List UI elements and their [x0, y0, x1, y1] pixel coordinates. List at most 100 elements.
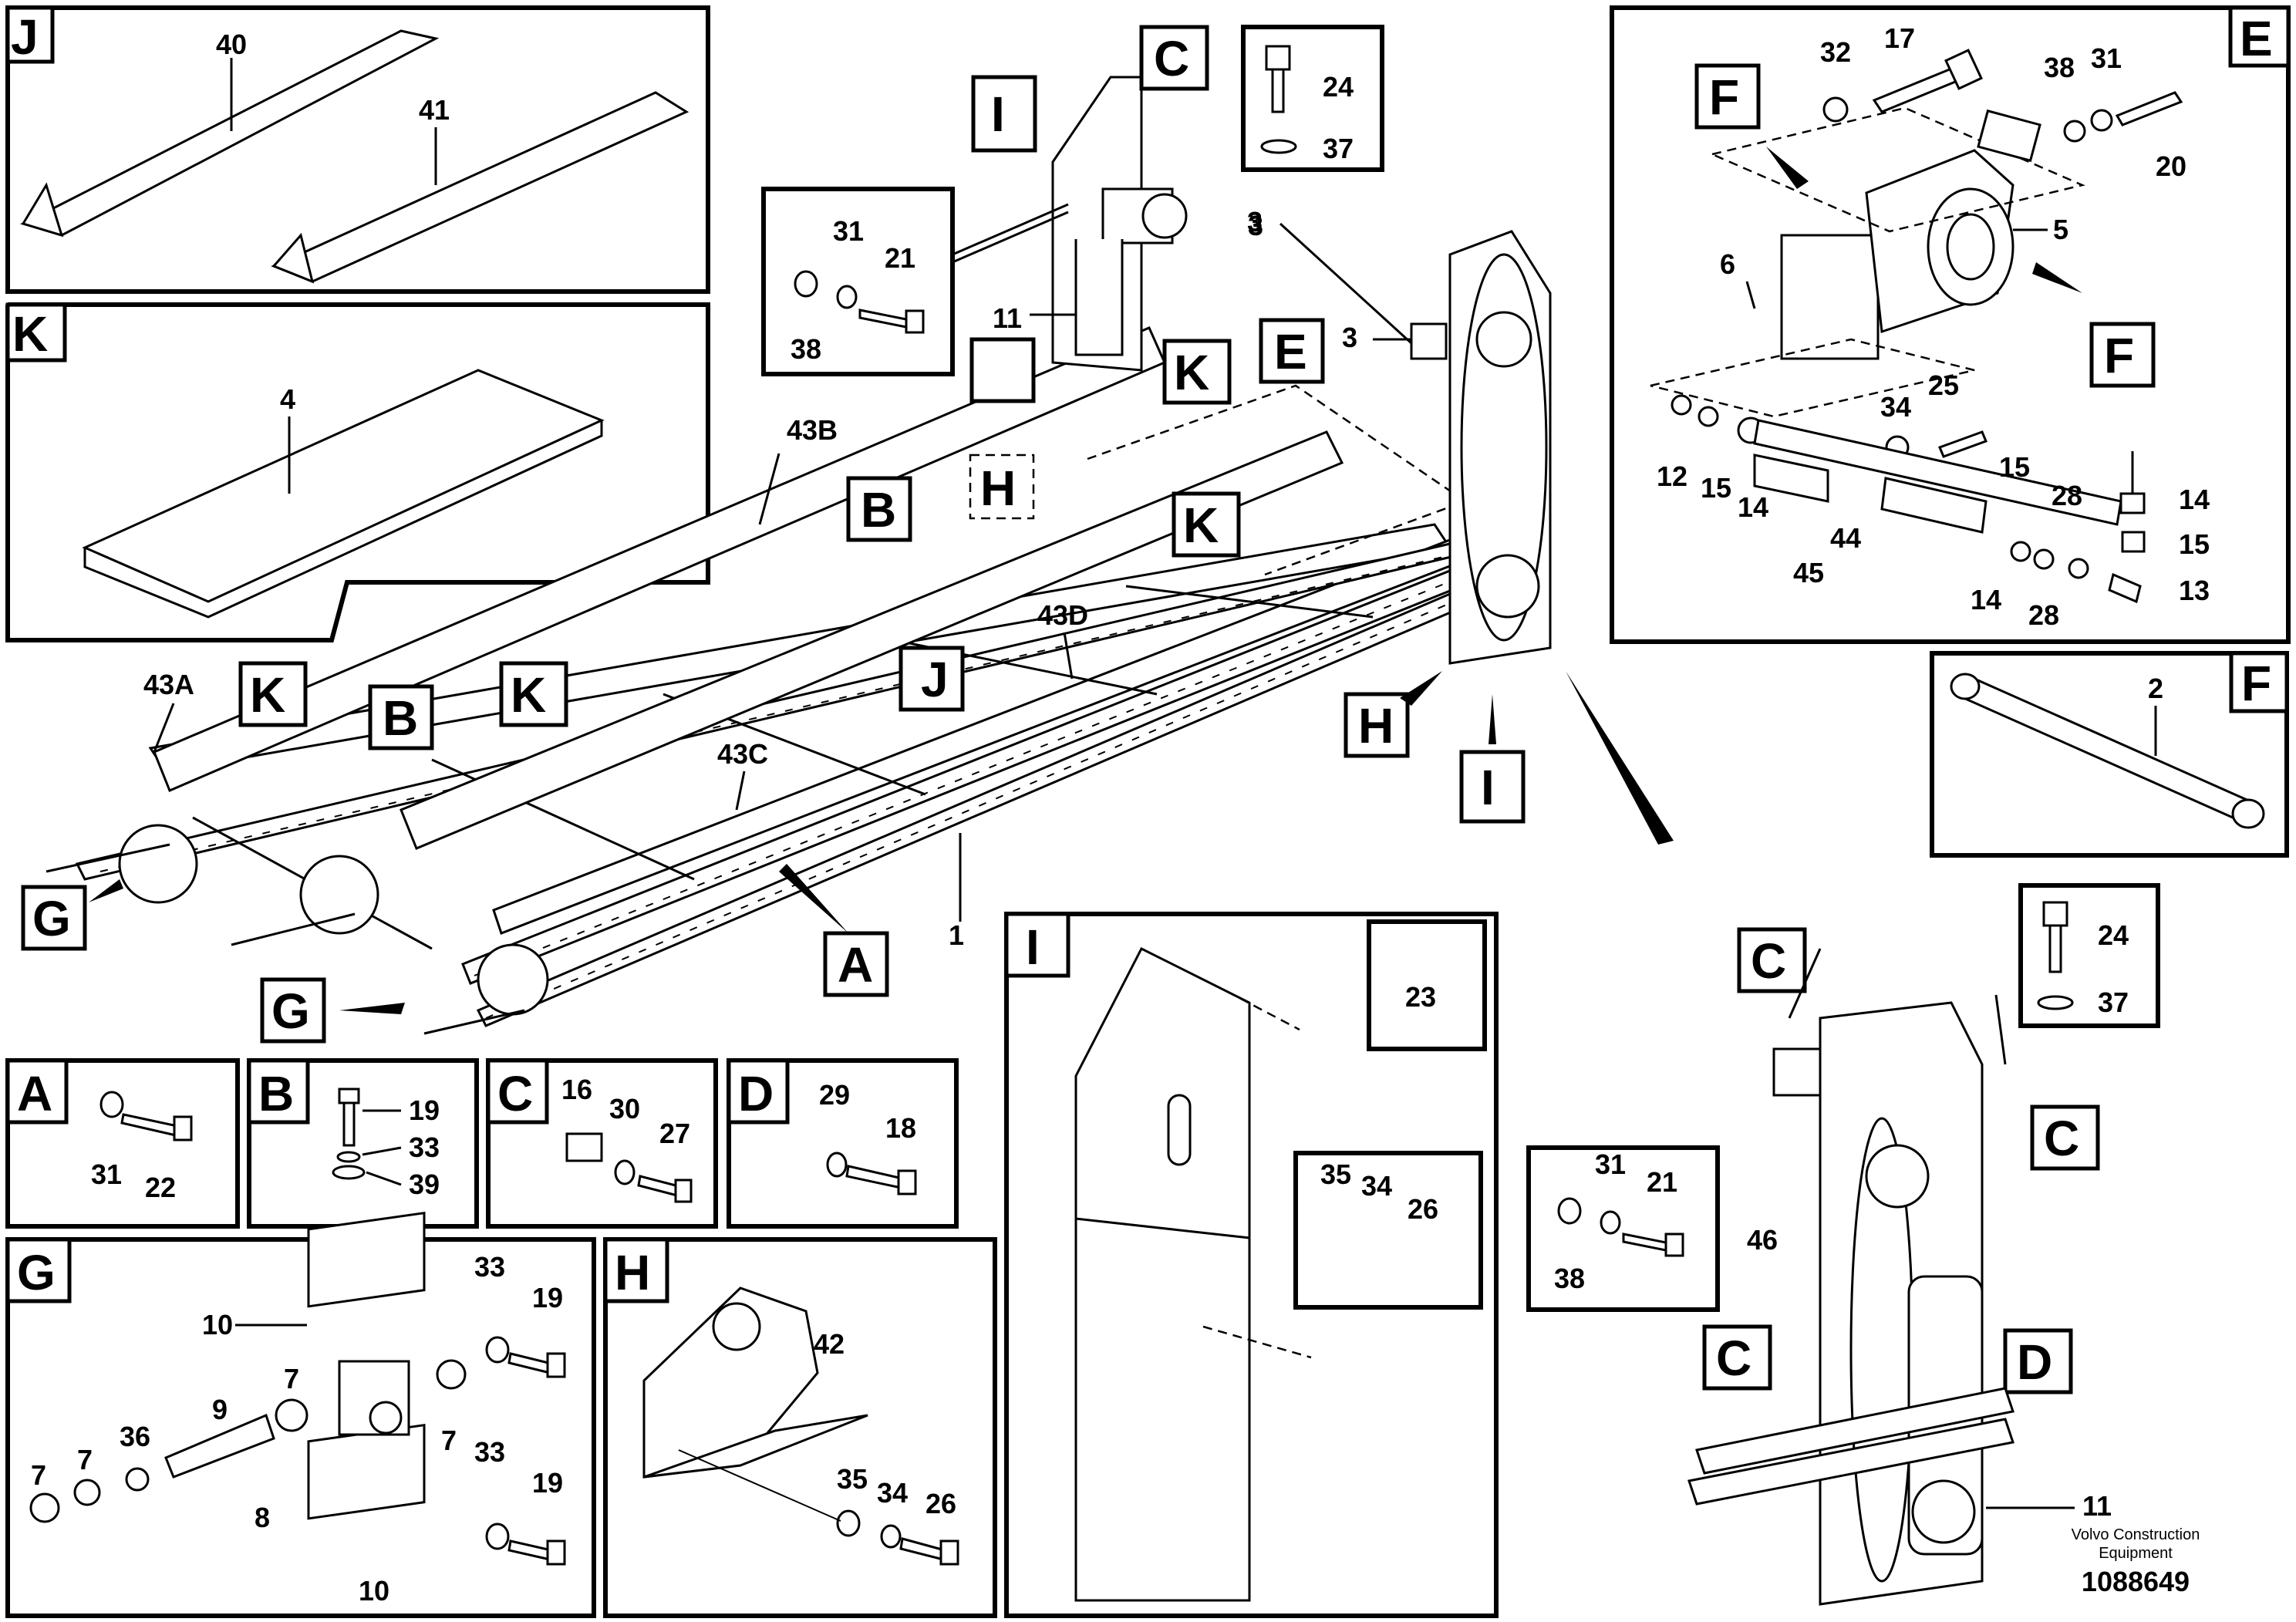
detail-k-corner	[5, 302, 67, 363]
callout-6: 6	[1720, 248, 1735, 280]
callout-42: 42	[814, 1328, 845, 1360]
main-tag-h-dashed: H	[980, 460, 1016, 516]
detail-e-tag-f-2: F	[2104, 328, 2134, 383]
callout-37-lr: 37	[2098, 986, 2129, 1018]
callout-4: 4	[280, 383, 295, 415]
callout-31-lr: 31	[1595, 1148, 1626, 1180]
callout-21-lr: 21	[1647, 1166, 1677, 1198]
callout-43b: 43B	[787, 414, 838, 446]
callout-33-b: 33	[409, 1131, 440, 1163]
pin-9	[164, 1413, 275, 1479]
callout-35-i: 35	[1320, 1158, 1351, 1190]
detail-a-letter: A	[17, 1066, 52, 1121]
detail-j-letter: J	[11, 9, 39, 65]
callout-10-bottom: 10	[359, 1575, 389, 1607]
callout-2: 2	[2148, 673, 2163, 704]
lr-tag-c-3: C	[1716, 1330, 1752, 1386]
detail-c-letter: C	[497, 1066, 533, 1121]
detail-c-corner	[486, 1058, 549, 1125]
detail-i-letter: I	[1026, 919, 1040, 975]
callout-43c: 43C	[717, 738, 768, 770]
callout-3-main: 3	[1248, 210, 1263, 241]
callout-12: 12	[1657, 460, 1687, 492]
callout-7-c: 7	[77, 1444, 93, 1475]
callout-31: 31	[2091, 42, 2122, 74]
detail-j-corner	[5, 5, 55, 64]
callout-44: 44	[1830, 522, 1861, 554]
detail-k: K 4	[5, 302, 710, 642]
detail-g-letter: G	[17, 1245, 56, 1300]
callout-11: 11	[993, 302, 1022, 334]
main-tag-j: J	[921, 652, 949, 707]
detail-e-tag-f-1: F	[1709, 69, 1739, 125]
callout-25: 25	[1928, 369, 1959, 401]
callout-23: 23	[1405, 981, 1436, 1013]
footer-brand: Volvo Construction Equipment	[2071, 1526, 2200, 1562]
callout-7-a: 7	[284, 1363, 299, 1394]
main-tag-g-2: G	[271, 983, 310, 1039]
detail-b: B 19 33 39	[247, 1058, 479, 1229]
callout-19-g2: 19	[532, 1467, 563, 1499]
callout-15b: 15	[1999, 451, 2030, 483]
callout-7-d: 7	[31, 1459, 46, 1491]
main-tag-k-4: K	[511, 667, 546, 723]
detail-h: H 42 35 34 26	[603, 1237, 997, 1618]
detail-g: G 33 19 10 7 9 7 33 19 36 7 7 8 10	[5, 1211, 596, 1618]
callout-24-top: 24	[1323, 71, 1354, 103]
main-tag-k-2: K	[1183, 497, 1219, 553]
detail-f: F 2	[1930, 651, 2289, 858]
callout-26-h: 26	[925, 1488, 956, 1519]
guard-upper	[1074, 946, 1251, 1279]
detail-i: I 23 35 34 26	[1004, 912, 1499, 1618]
callout-31-a: 31	[91, 1158, 122, 1190]
strip-45b	[1880, 477, 1988, 534]
callout-34: 34	[1880, 391, 1911, 423]
callout-46: 46	[1747, 1224, 1778, 1256]
callout-3-tower: 3	[1342, 322, 1357, 353]
callout-45: 45	[1793, 557, 1824, 588]
detail-a: A 31 22	[5, 1058, 240, 1229]
main-tags: I C B D K E H K J K B K A G	[21, 25, 1674, 1044]
callout-43d: 43D	[1037, 599, 1088, 631]
callout-32: 32	[1820, 36, 1851, 68]
callout-37-top: 37	[1323, 133, 1354, 164]
callout-24-lr: 24	[2098, 919, 2129, 951]
callout-21-top: 21	[885, 242, 915, 274]
strip-45	[1753, 454, 1829, 503]
detail-g-corner	[5, 1237, 72, 1303]
detail-e: E F F 32 17 38 31 20 5 6 34 25	[1610, 5, 2291, 644]
detail-f-letter: F	[2241, 656, 2271, 711]
detail-b-letter: B	[258, 1066, 294, 1121]
callout-7-b: 7	[441, 1425, 457, 1456]
callout-19-g1: 19	[532, 1282, 563, 1313]
lr-tag-c-2: C	[2044, 1111, 2079, 1166]
main-tag-g-1: G	[32, 891, 71, 946]
drive-assembly-lower-right: C C C D 24 37 31 21 38 46 11	[1526, 883, 2160, 1606]
profile-40-end	[21, 182, 64, 238]
detail-h-corner	[603, 1237, 669, 1303]
main-tag-i: I	[1481, 760, 1495, 815]
shaft-44	[1753, 419, 2122, 526]
profile-41-end	[271, 232, 315, 284]
profile-40	[19, 29, 440, 237]
main-assembly: 43A 43B 43C 43D 1 3 3 3 3 3 3 3 11 I C B…	[21, 25, 1674, 1044]
callout-22: 22	[145, 1172, 176, 1203]
callout-33-g1: 33	[474, 1251, 505, 1283]
callout-8: 8	[255, 1502, 270, 1533]
callout-1: 1	[949, 919, 964, 951]
callout-34-i: 34	[1361, 1170, 1392, 1202]
main-tag-c-top: C	[1154, 31, 1189, 86]
callout-27: 27	[659, 1118, 690, 1149]
callout-14a: 14	[1738, 491, 1768, 523]
block-10-bottom	[307, 1423, 426, 1520]
callout-14c: 14	[2179, 484, 2210, 515]
callout-28b: 28	[2028, 599, 2059, 631]
callout-19-b: 19	[409, 1094, 440, 1126]
callout-38: 38	[2044, 52, 2075, 83]
callout-30: 30	[609, 1093, 640, 1125]
callout-38-lr: 38	[1554, 1263, 1585, 1294]
callout-14b: 14	[1971, 584, 2001, 615]
callout-43a: 43A	[143, 669, 194, 700]
main-tag-k-3: K	[250, 667, 285, 723]
main-tag-b-left: B	[383, 690, 418, 746]
